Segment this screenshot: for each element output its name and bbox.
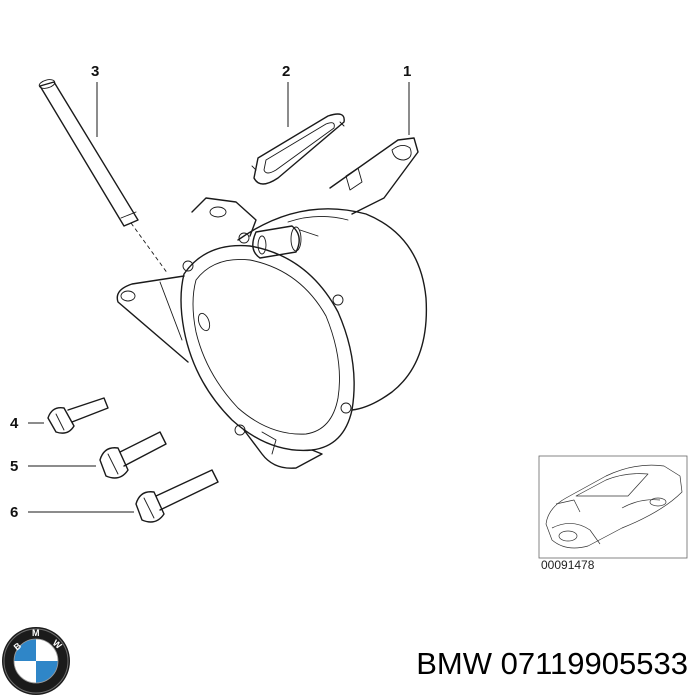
leader-lines	[28, 82, 410, 513]
callout-1: 1	[403, 63, 411, 80]
callout-5: 5	[10, 458, 18, 475]
svg-text:M: M	[32, 628, 40, 638]
part-2-gasket	[251, 113, 345, 185]
callout-6: 6	[10, 504, 18, 521]
footer-part-caption: BMW 07119905533	[416, 646, 688, 681]
footer-brand: BMW	[416, 646, 493, 681]
car-location-thumbnail: 00091478	[538, 455, 688, 572]
car-thumbnail-code: 00091478	[541, 558, 595, 572]
part-5-bolt	[99, 431, 167, 479]
svg-text:B: B	[12, 640, 24, 652]
callout-4: 4	[10, 415, 19, 432]
callout-3: 3	[91, 63, 99, 80]
part-3-tube	[38, 79, 169, 275]
part-1-vacuum-pump	[116, 137, 428, 469]
bmw-roundel-icon: B M W	[2, 627, 70, 695]
footer-part-number: 07119905533	[501, 646, 688, 681]
callout-2: 2	[282, 63, 290, 80]
part-6-bolt	[135, 469, 219, 523]
part-4-bolt	[47, 397, 109, 434]
